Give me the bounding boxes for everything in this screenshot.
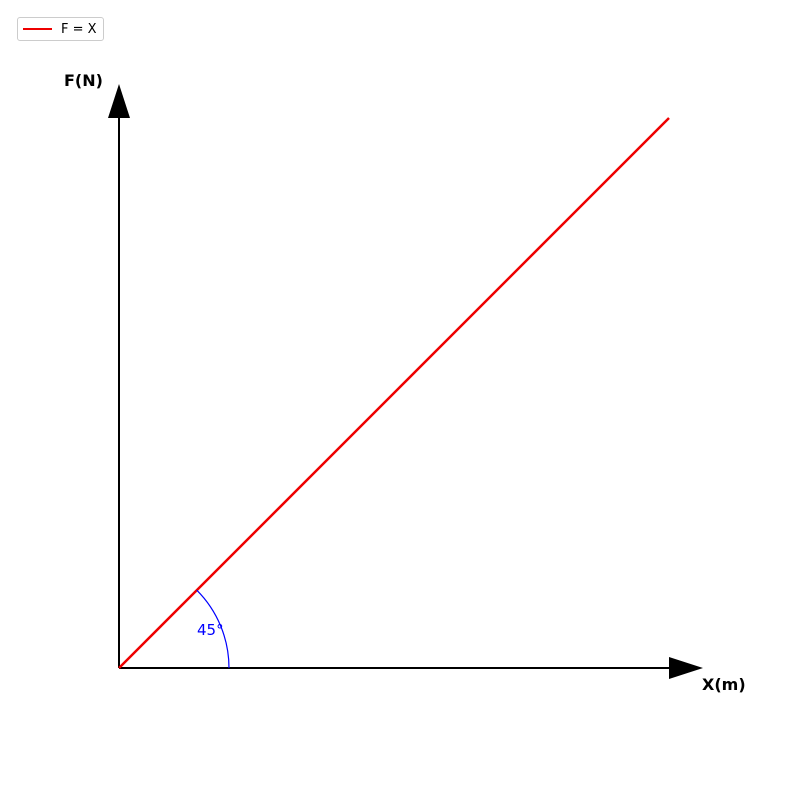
y-axis-label: F(N) (64, 71, 103, 90)
x-axis-arrowhead (669, 657, 703, 679)
legend-swatch (23, 28, 52, 30)
y-axis-arrowhead (108, 84, 130, 118)
x-axis-label: X(m) (702, 675, 746, 694)
legend-entry-label: F = X (61, 21, 97, 37)
legend: F = X (17, 17, 104, 41)
series-layer (118, 117, 670, 669)
series-line-0 (118, 117, 670, 669)
angle-arc (196, 589, 230, 669)
angle-label: 45° (197, 621, 224, 639)
